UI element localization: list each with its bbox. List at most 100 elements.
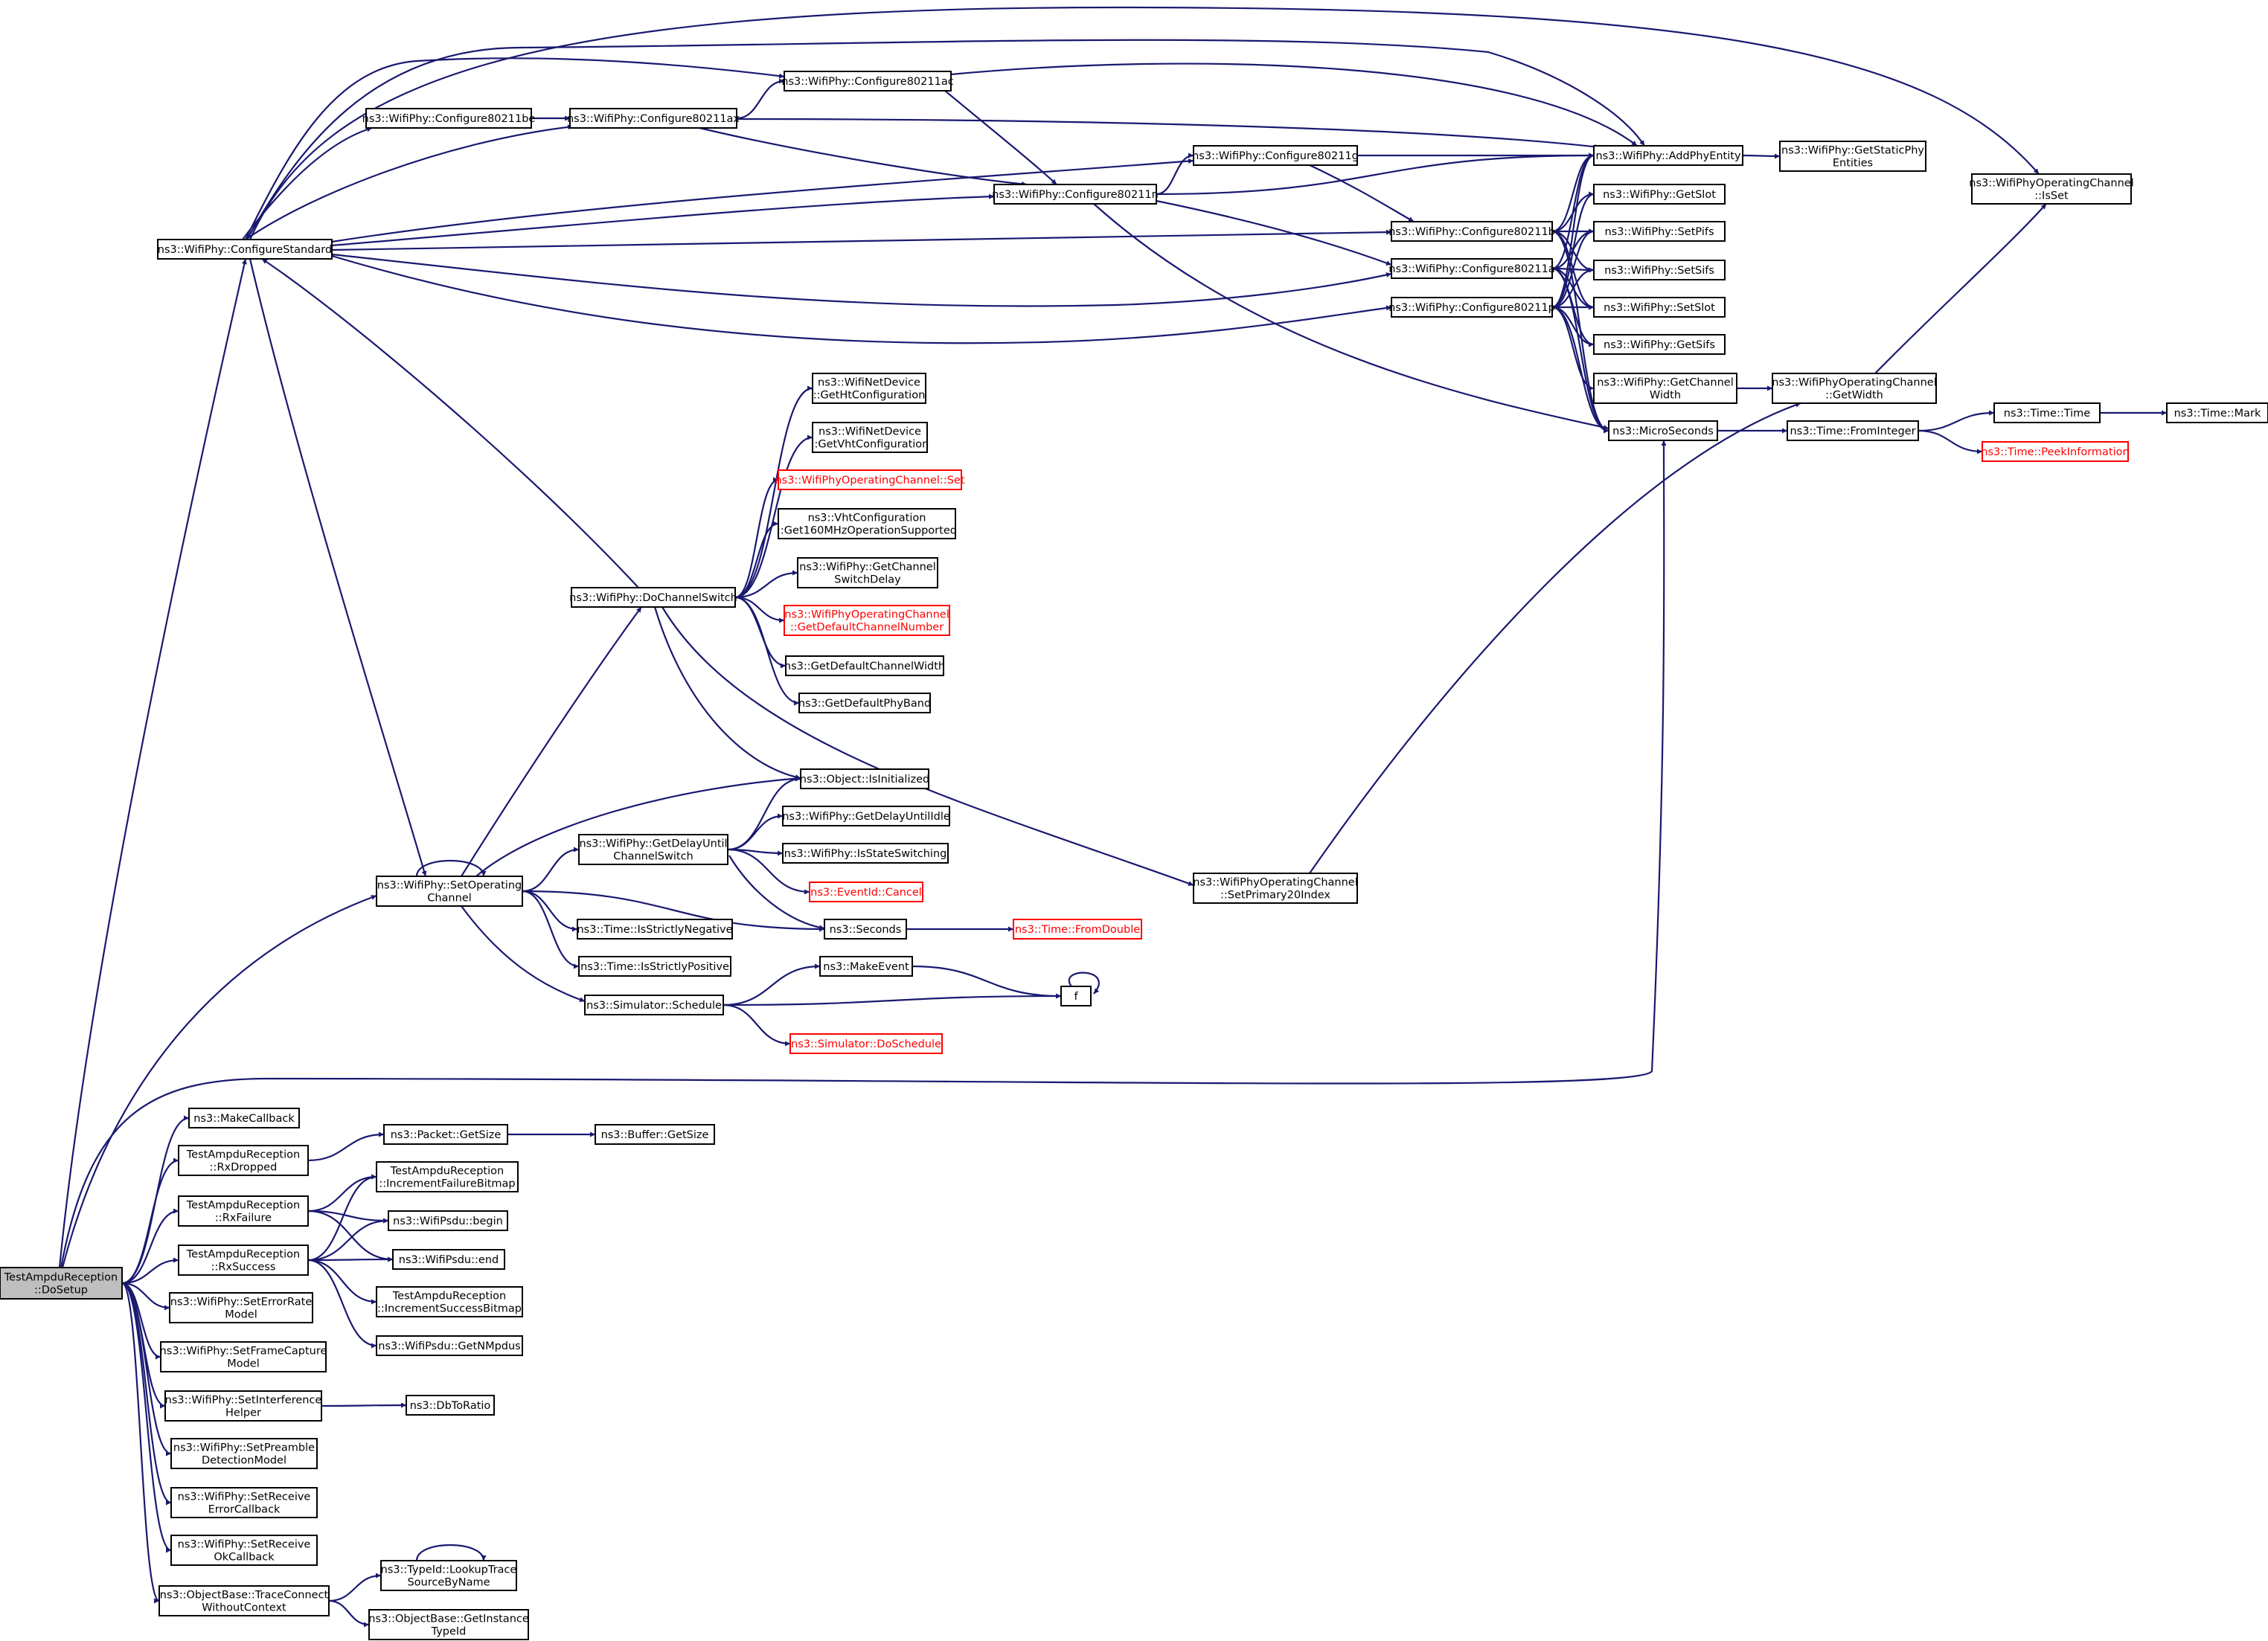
node-isSet[interactable]: ns3::WifiPhyOperatingChannel::IsSet <box>1969 173 2134 205</box>
node-getDefaultPhyBand[interactable]: ns3::GetDefaultPhyBand <box>798 693 931 713</box>
node-getSlot[interactable]: ns3::WifiPhy::GetSlot <box>1593 184 1726 205</box>
node-c80211ac[interactable]: ns3::WifiPhy::Configure80211ac <box>781 71 954 91</box>
node-label: ns3::WifiPhy::GetSifs <box>1604 339 1715 351</box>
node-setPrimary20[interactable]: ns3::WifiPhyOperatingChannel::SetPrimary… <box>1193 873 1358 904</box>
edge-getDelayUntilChannelSwitch-to-seconds <box>728 855 825 931</box>
node-c80211b[interactable]: ns3::WifiPhy::Configure80211b <box>1388 221 1555 242</box>
edge-simSchedule-to-fNode <box>723 993 1062 1006</box>
edge-root-to-configureStandard <box>58 258 247 1268</box>
node-isInitialized[interactable]: ns3::Object::IsInitialized <box>800 768 929 789</box>
node-box <box>785 655 944 676</box>
node-label: ns3::WifiPhy::ConfigureStandard <box>158 244 332 256</box>
node-label: ns3::WifiNetDevice <box>818 377 920 389</box>
node-makeCallback[interactable]: ns3::MakeCallback <box>188 1108 300 1128</box>
node-rxSuccess[interactable]: TestAmpduReception::RxSuccess <box>178 1245 309 1276</box>
node-getSifs[interactable]: ns3::WifiPhy::GetSifs <box>1593 334 1726 355</box>
node-box <box>782 806 950 826</box>
node-psduBegin[interactable]: ns3::WifiPsdu::begin <box>388 1210 508 1231</box>
node-setSlot[interactable]: ns3::WifiPhy::SetSlot <box>1593 297 1726 318</box>
node-makeEvent[interactable]: ns3::MakeEvent <box>819 956 913 977</box>
node-box <box>368 1609 529 1640</box>
node-c80211ax[interactable]: ns3::WifiPhy::Configure80211ax <box>567 108 740 129</box>
node-box <box>1391 221 1553 242</box>
node-fromDouble[interactable]: ns3::Time::FromDouble <box>1013 919 1142 940</box>
node-opSet[interactable]: ns3::WifiPhyOperatingChannel::Set <box>775 469 965 490</box>
node-label: f <box>1074 991 1078 1003</box>
node-label: SwitchDelay <box>834 574 901 586</box>
node-fromInteger[interactable]: ns3::Time::FromInteger <box>1787 420 1919 441</box>
node-c80211n[interactable]: ns3::WifiPhy::Configure80211n <box>992 184 1159 205</box>
node-traceConnect[interactable]: ns3::ObjectBase::TraceConnectWithoutCont… <box>158 1585 330 1616</box>
node-dbToRatio[interactable]: ns3::DbToRatio <box>406 1395 495 1416</box>
node-get160[interactable]: ns3::VhtConfiguration::Get160MHzOperatio… <box>777 508 957 539</box>
node-label: ns3::WifiPhy::Configure80211ac <box>781 76 953 88</box>
edge-lookupTrace-to-lookupTrace <box>415 1544 487 1561</box>
node-c80211p[interactable]: ns3::WifiPhy::Configure80211p <box>1388 297 1555 318</box>
node-incSuccess[interactable]: TestAmpduReception::IncrementSuccessBitm… <box>376 1286 523 1317</box>
node-psduEnd[interactable]: ns3::WifiPsdu::end <box>392 1249 505 1270</box>
node-getHtConfiguration[interactable]: ns3::WifiNetDevice::GetHtConfiguration <box>812 373 926 404</box>
node-getVhtConfiguration[interactable]: ns3::WifiNetDevice::GetVhtConfiguration <box>811 422 929 453</box>
node-timeTime[interactable]: ns3::Time::Time <box>1993 402 2101 423</box>
node-label: Model <box>227 1358 260 1370</box>
node-configureStandard[interactable]: ns3::WifiPhy::ConfigureStandard <box>157 239 333 260</box>
node-doSchedule[interactable]: ns3::Simulator::DoSchedule <box>789 1033 943 1054</box>
node-fNode[interactable]: f <box>1060 986 1092 1006</box>
node-packetGetSize[interactable]: ns3::Packet::GetSize <box>383 1124 508 1145</box>
node-rxDropped[interactable]: TestAmpduReception::RxDropped <box>178 1145 309 1176</box>
edge-rxFailure-to-psduEnd <box>307 1210 394 1262</box>
node-setSifs[interactable]: ns3::WifiPhy::SetSifs <box>1593 260 1726 280</box>
node-c80211be[interactable]: ns3::WifiPhy::Configure80211be <box>362 108 536 129</box>
node-c80211g[interactable]: ns3::WifiPhy::Configure80211g <box>1192 145 1359 166</box>
node-peekInformation[interactable]: ns3::Time::PeekInformation <box>1981 441 2130 462</box>
node-label: ns3::MakeCallback <box>193 1113 295 1125</box>
node-isStrictlyPositive[interactable]: ns3::Time::IsStrictlyPositive <box>578 956 731 977</box>
node-bufferGetSize[interactable]: ns3::Buffer::GetSize <box>595 1124 715 1145</box>
node-getDefaultChannelWidth[interactable]: ns3::GetDefaultChannelWidth <box>784 655 945 676</box>
edge-root-to-setReceiveError <box>121 1282 172 1506</box>
node-getNMpdus[interactable]: ns3::WifiPsdu::GetNMpdus <box>376 1335 523 1356</box>
node-seconds[interactable]: ns3::Seconds <box>824 919 907 940</box>
edge-configureStandard-to-c80211ax <box>245 124 574 240</box>
node-microSeconds[interactable]: ns3::MicroSeconds <box>1608 420 1718 441</box>
node-box <box>1060 986 1092 1006</box>
edge-configureStandard-to-c80211ac <box>245 57 785 240</box>
node-doChannelSwitch[interactable]: ns3::WifiPhy::DoChannelSwitch <box>569 587 737 608</box>
node-box <box>824 919 907 940</box>
node-c80211a[interactable]: ns3::WifiPhy::Configure80211a <box>1388 258 1555 279</box>
node-simSchedule[interactable]: ns3::Simulator::Schedule <box>584 995 724 1015</box>
node-label: ::IncrementSuccessBitmap <box>377 1303 522 1315</box>
node-label: ns3::WifiPhy::GetDelayUntilIdle <box>782 811 950 823</box>
node-setPifs[interactable]: ns3::WifiPhy::SetPifs <box>1593 221 1726 242</box>
node-opGetWidth[interactable]: ns3::WifiPhyOperatingChannel::GetWidth <box>1772 373 1937 404</box>
node-rxFailure[interactable]: TestAmpduReception::RxFailure <box>178 1195 309 1227</box>
node-getDelayUntilIdle[interactable]: ns3::WifiPhy::GetDelayUntilIdle <box>782 806 950 826</box>
node-timeMark[interactable]: ns3::Time::Mark <box>2166 402 2268 423</box>
node-eventCancel[interactable]: ns3::EventId::Cancel <box>809 881 923 902</box>
node-addPhyEntity[interactable]: ns3::WifiPhy::AddPhyEntity <box>1593 145 1743 166</box>
node-incFailure[interactable]: TestAmpduReception::IncrementFailureBitm… <box>376 1161 519 1192</box>
node-isStrictlyNegative[interactable]: ns3::Time::IsStrictlyNegative <box>577 919 733 940</box>
edge-c80211n-to-c80211g <box>1156 152 1194 196</box>
node-isStateSwitching[interactable]: ns3::WifiPhy::IsStateSwitching <box>782 843 949 864</box>
node-label: ns3::WifiPhy::SetInterference <box>165 1395 322 1407</box>
node-box <box>160 1341 327 1372</box>
node-box <box>1013 919 1142 940</box>
node-label: ns3::WifiPhy::SetPifs <box>1604 226 1714 238</box>
node-label: ns3::WifiPhy::Configure80211be <box>362 113 536 125</box>
node-getDefaultChannelNumber[interactable]: ns3::WifiPhyOperatingChannel::GetDefault… <box>784 605 950 636</box>
node-label: ::IsSet <box>2034 190 2069 202</box>
